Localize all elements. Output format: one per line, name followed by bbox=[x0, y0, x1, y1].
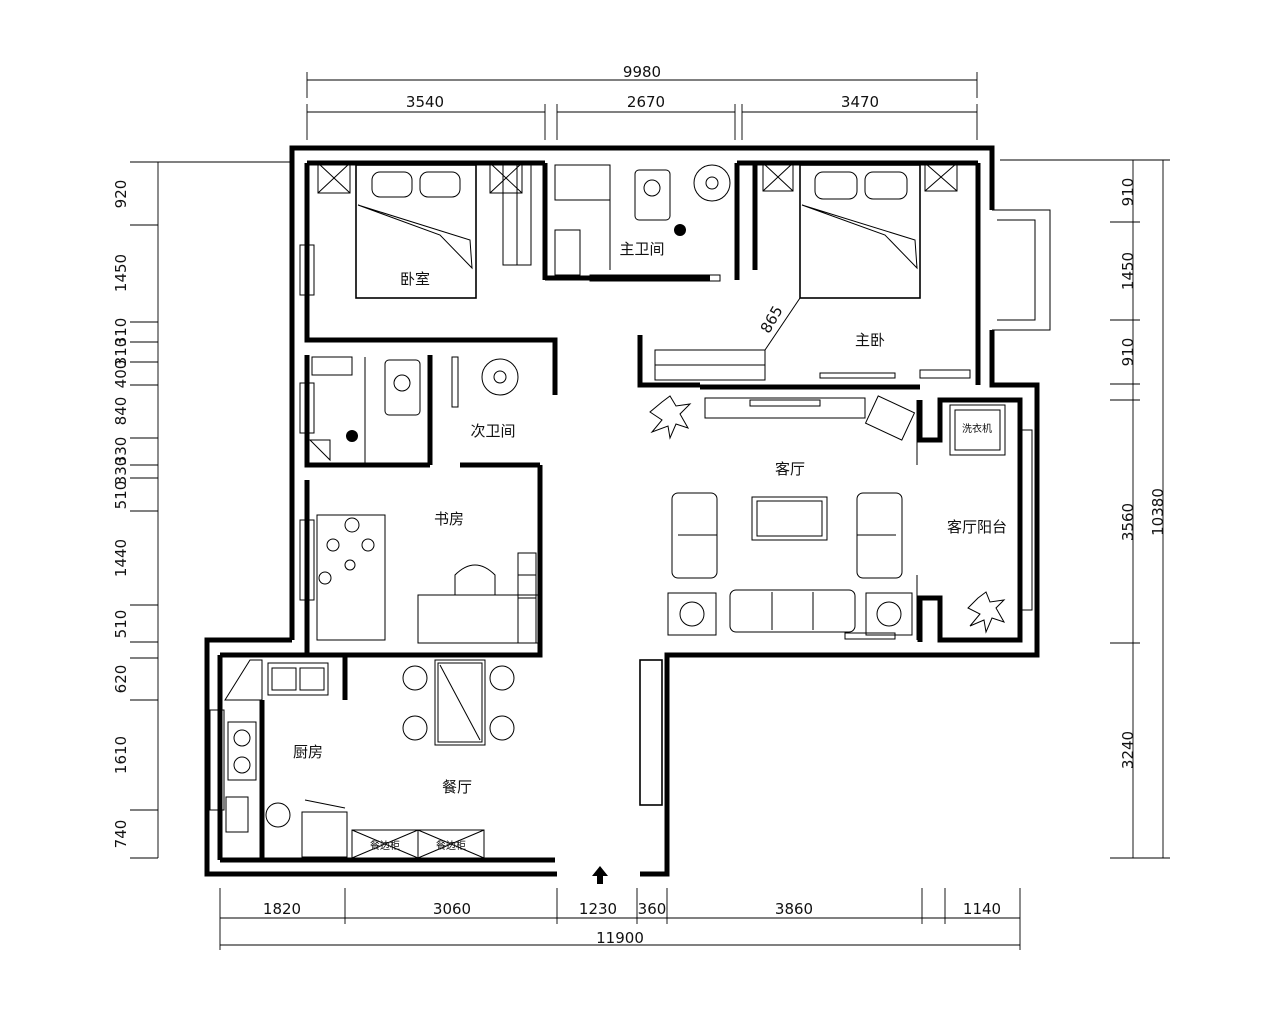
bed-icon bbox=[355, 164, 477, 299]
right-dimensions: 910 1450 910 3560 3240 10380 bbox=[1000, 159, 1170, 859]
room-label-master-bath: 主卫间 bbox=[619, 240, 664, 258]
dim-left-3: 310 bbox=[112, 318, 130, 347]
dim-right-3: 910 bbox=[1119, 338, 1137, 367]
second-bath-fixtures bbox=[308, 356, 519, 465]
label-sideboard-2: 餐边柜 bbox=[436, 839, 466, 852]
living-furniture bbox=[667, 395, 918, 640]
balcony-furniture bbox=[949, 404, 1006, 456]
dim-left-7: 330 bbox=[112, 437, 130, 466]
dim-right-1: 910 bbox=[1119, 178, 1137, 207]
windows bbox=[209, 209, 1051, 811]
dim-left-1: 920 bbox=[112, 180, 130, 209]
dim-left-9: 510 bbox=[112, 481, 130, 510]
label-sideboard-1: 餐边柜 bbox=[370, 839, 400, 852]
dim-bottom-5: 3860 bbox=[775, 900, 813, 918]
dim-top-3: 3470 bbox=[841, 93, 879, 111]
entrance-arrow-icon bbox=[592, 866, 608, 884]
bedroom-furniture bbox=[317, 162, 532, 299]
dim-left-5: 400 bbox=[112, 360, 130, 389]
room-label-living-room: 客厅 bbox=[775, 460, 805, 478]
dim-left-4: 310 bbox=[112, 338, 130, 367]
dim-bottom-2: 3060 bbox=[433, 900, 471, 918]
dim-left-14: 740 bbox=[112, 820, 130, 849]
dim-left-12: 620 bbox=[112, 665, 130, 694]
room-label-study: 书房 bbox=[434, 510, 464, 528]
dining-furniture bbox=[351, 659, 515, 859]
toilet-icon bbox=[634, 169, 671, 221]
dim-left-8: 330 bbox=[112, 457, 130, 486]
dim-left-2: 1450 bbox=[112, 254, 130, 292]
dim-left-6: 840 bbox=[112, 397, 130, 426]
dim-left-11: 510 bbox=[112, 610, 130, 639]
dim-top-1: 3540 bbox=[406, 93, 444, 111]
room-label-living-balcony: 客厅阳台 bbox=[947, 518, 1007, 536]
plant-icon-balcony bbox=[967, 591, 1006, 634]
master-bedroom-furniture bbox=[654, 162, 971, 381]
top-dimensions: 9980 3540 2670 3470 bbox=[306, 63, 978, 140]
dim-bottom-6: 1140 bbox=[963, 900, 1001, 918]
study-furniture bbox=[316, 514, 539, 644]
master-bath-fixtures bbox=[554, 164, 731, 282]
dim-right-2: 1450 bbox=[1119, 252, 1137, 290]
left-dimensions: 920 1450 310 310 400 840 330 330 510 144… bbox=[112, 161, 290, 859]
dim-left-10: 1440 bbox=[112, 539, 130, 577]
room-label-dining: 餐厅 bbox=[442, 778, 472, 796]
dim-bottom-total: 11900 bbox=[596, 929, 644, 947]
dim-right-total: 10380 bbox=[1149, 488, 1167, 536]
room-label-second-bath: 次卫间 bbox=[470, 422, 515, 440]
dim-diagonal: 865 bbox=[757, 303, 787, 337]
room-label-master-bedroom: 主卧 bbox=[855, 331, 885, 349]
dim-right-4: 3560 bbox=[1119, 503, 1137, 541]
dim-bottom-1: 1820 bbox=[263, 900, 301, 918]
bottom-dimensions: 1820 3060 1230 360 3860 1140 11900 bbox=[219, 888, 1021, 950]
dim-top-2: 2670 bbox=[627, 93, 665, 111]
label-washing-machine: 洗衣机 bbox=[962, 422, 992, 435]
dim-right-5: 3240 bbox=[1119, 731, 1137, 769]
kitchen-furniture bbox=[224, 659, 348, 858]
dim-bottom-3: 1230 bbox=[579, 900, 617, 918]
room-label-kitchen: 厨房 bbox=[293, 743, 323, 761]
dim-top-total: 9980 bbox=[623, 63, 661, 81]
dim-bottom-4: 360 bbox=[638, 900, 667, 918]
dim-left-13: 1610 bbox=[112, 736, 130, 774]
room-label-bedroom: 卧室 bbox=[400, 270, 430, 288]
plant-icon bbox=[649, 395, 692, 440]
